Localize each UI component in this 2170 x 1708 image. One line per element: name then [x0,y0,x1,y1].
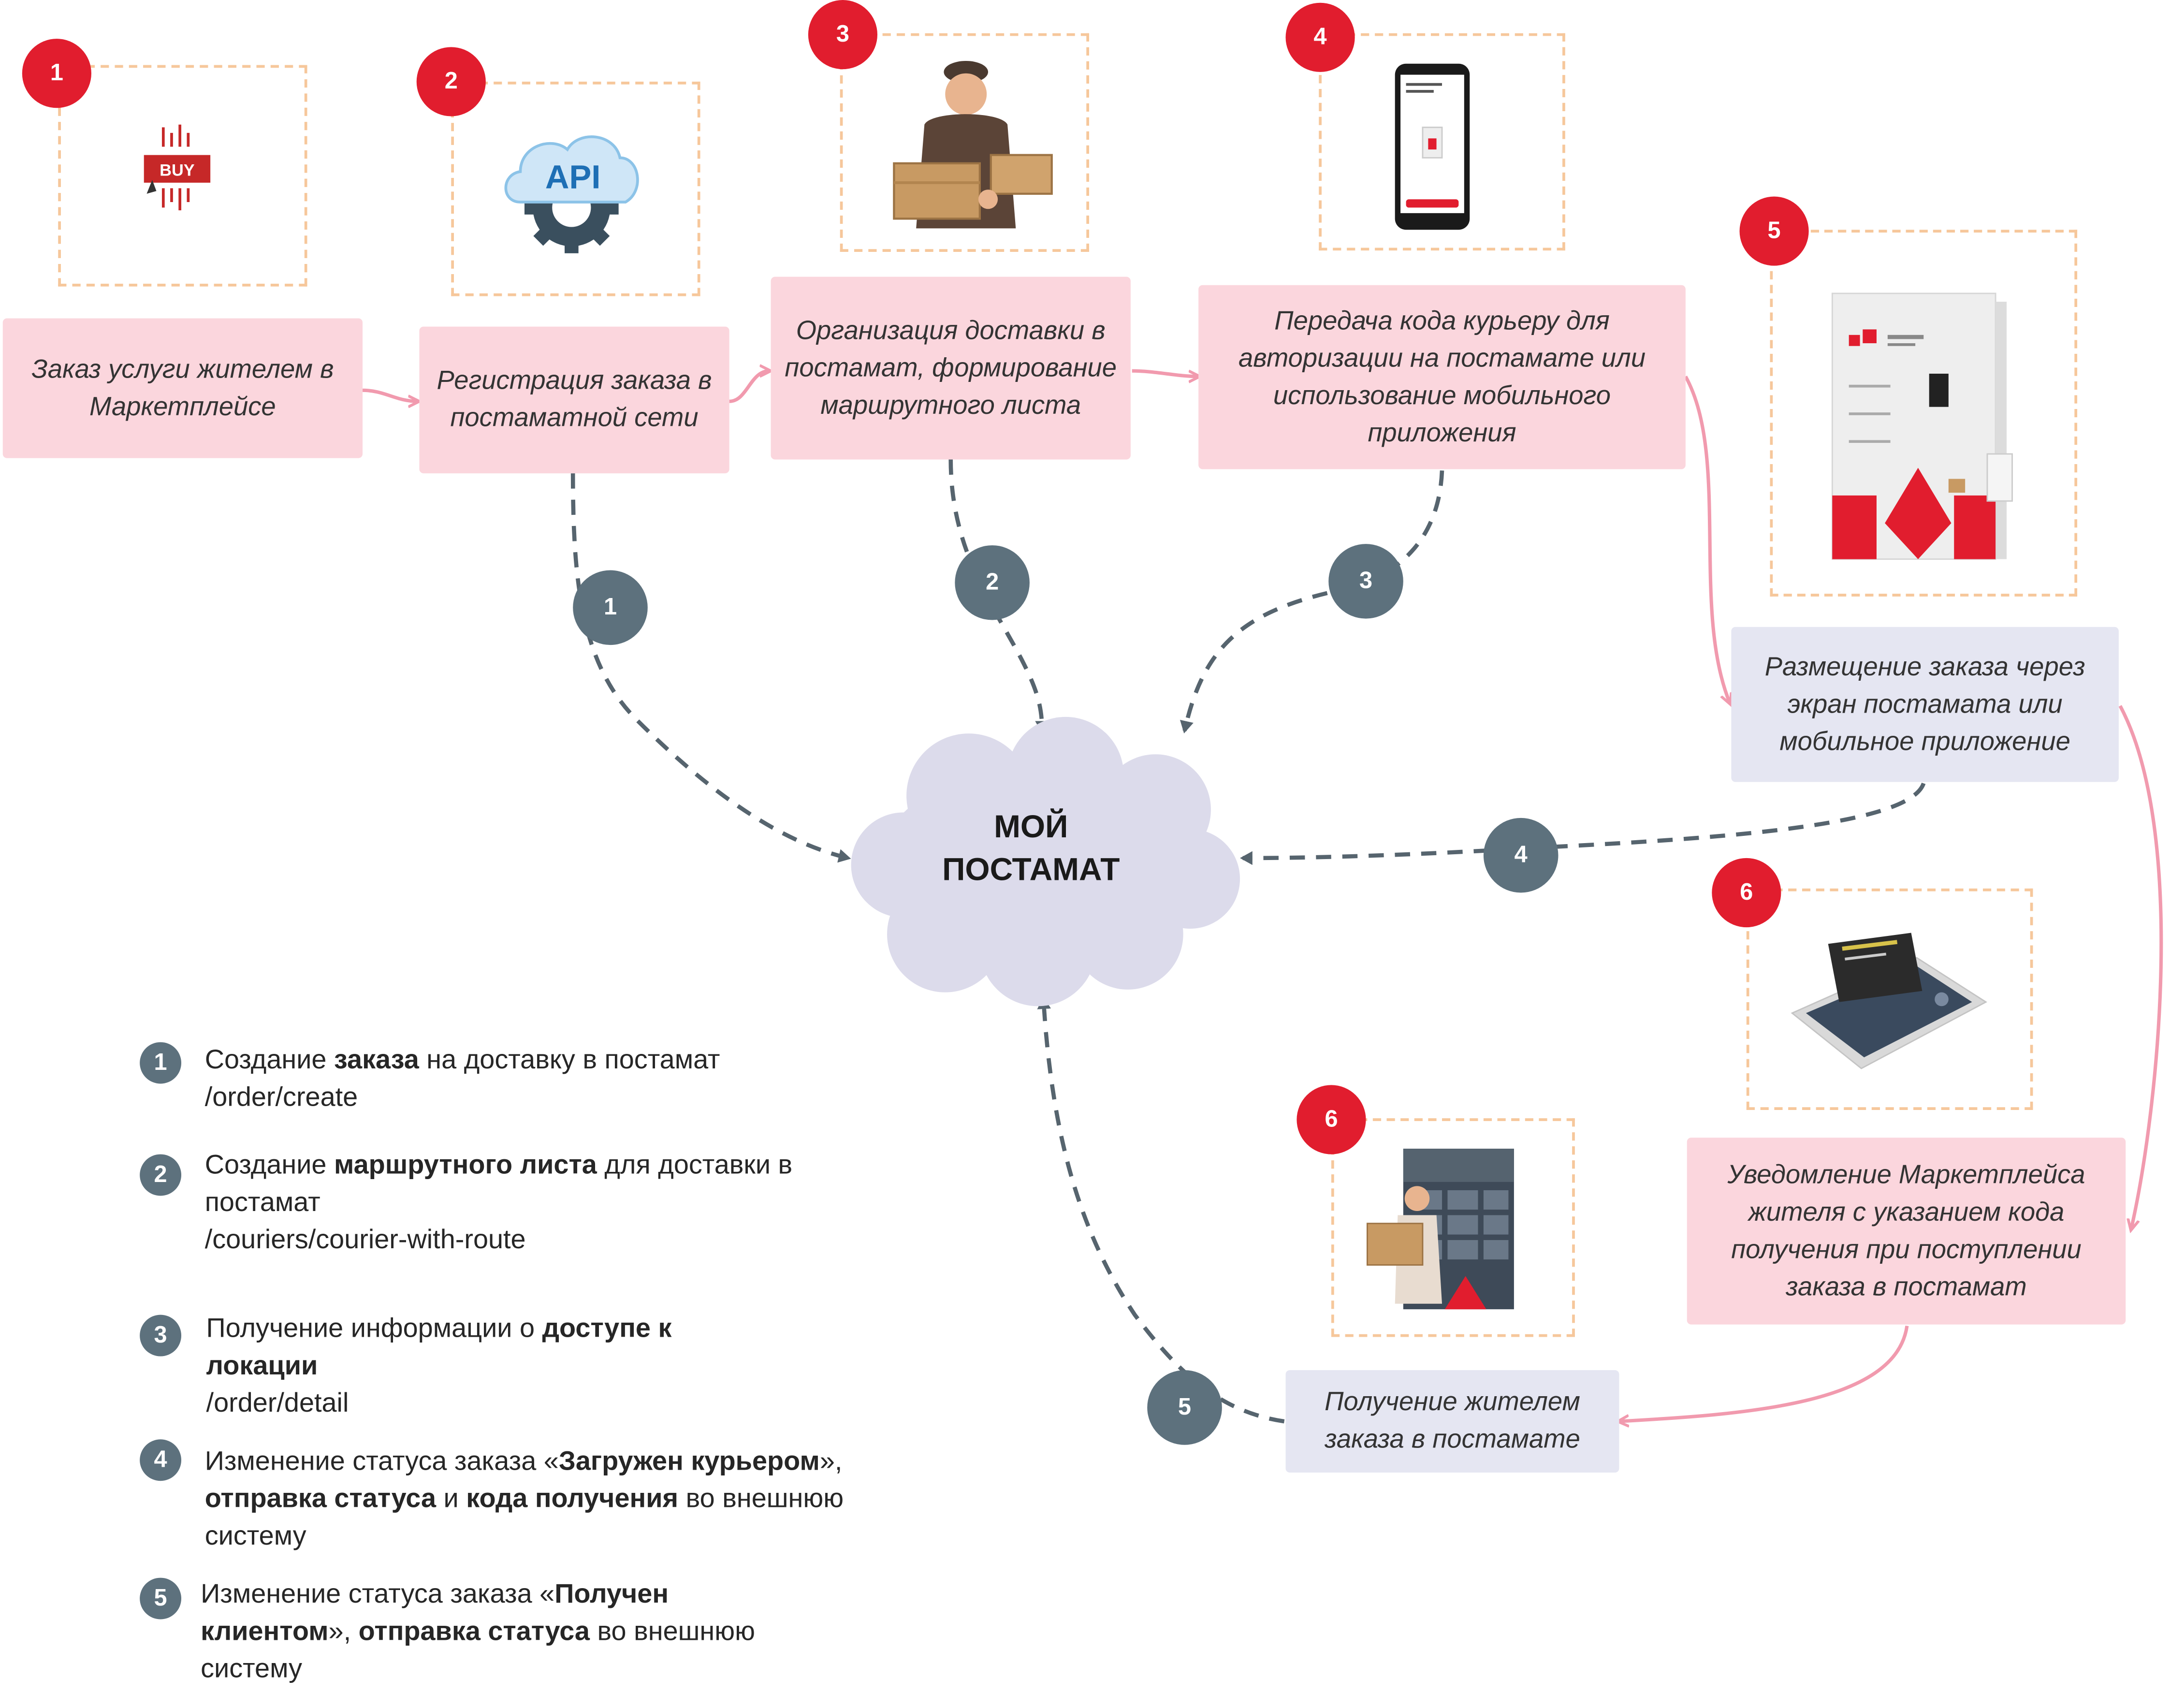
api-arrow-4 [1240,782,1926,865]
step6-image-frame [1746,888,2033,1110]
step1-box: Заказ услуги жителем в Маркетплейсе [2,318,363,458]
api-arrow-1 [570,473,851,863]
flow-arrow-1-2 [363,388,418,401]
step2-text: Регистрация заказа в постаматной сети [437,366,712,434]
step5-box: Размещение заказа через экран постамата … [1731,627,2119,782]
legend-4-post: », [819,1446,843,1477]
courier-with-boxes-icon [869,56,1060,235]
step6-badge: 6 [1712,858,1781,928]
legend-4-bold1: Загружен курьером [558,1446,820,1477]
buy-button-icon: BUY [138,124,216,211]
flow-arrow-5-6 [2118,705,2163,1229]
legend-badge-3: 3 [140,1314,182,1357]
step2-box: Регистрация заказа в постаматной сети [419,326,729,474]
legend-2-pre: Создание [204,1150,335,1181]
legend-5-post2: во внешнюю [590,1616,756,1647]
step2-badge: 2 [416,47,486,117]
legend-4-mid: и [436,1483,466,1514]
buy-icon-text: BUY [160,161,195,180]
parcel-locker-icon [1821,288,2015,571]
step3-box: Организация доставки в постамат, формиро… [771,277,1131,460]
step3-image-frame [840,33,1090,252]
flow-arrow-6-7 [1619,1326,1909,1422]
step7-text: Получение жителем заказа в постамате [1325,1388,1580,1455]
step6-box: Уведомление Маркетплейса жителя с указан… [1687,1138,2126,1325]
legend-badge-1: 1 [140,1042,182,1084]
step3-badge: 3 [808,0,878,70]
api-badge-1: 1 [573,570,648,645]
step7-box: Получение жителем заказа в постамате [1285,1370,1619,1473]
flow-arrow-2-3 [729,371,770,403]
legend-5-line3: систему [201,1654,303,1685]
legend-2-bold: маршрутного листа [334,1150,597,1181]
legend-3-pre: Получение информации о [206,1313,542,1344]
legend-1-pre: Создание [204,1045,335,1076]
cloud-label-line2: ПОСТАМАТ [942,851,1120,888]
legend-item-4: Изменение статуса заказа «Загружен курье… [205,1444,897,1556]
api-cloud-gear-icon: API [495,122,648,255]
cloud-label: МОЙ ПОСТАМАТ [872,805,1190,891]
step4-image-frame [1319,33,1565,251]
api-arrow-5 [1037,996,1285,1424]
step1-badge: 1 [22,39,91,108]
legend-1-post: на доставку в постамат [419,1045,720,1076]
legend-item-2: Создание маршрутного листа для доставки … [205,1147,842,1259]
legend-5-mid: », [328,1616,359,1647]
step7-badge: 6 [1296,1085,1366,1154]
step4-text: Передача кода курьеру для авторизации на… [1238,307,1646,448]
api-arrow-3 [1180,470,1444,734]
legend-4-bold3: кода получения [466,1483,679,1514]
legend-4-post2: во внешнюю [678,1483,844,1514]
api-badge-2: 2 [955,545,1030,620]
cloud-label-line1: МОЙ [994,808,1068,845]
step5-text: Размещение заказа через экран постамата … [1764,652,2085,757]
legend-4-pre: Изменение статуса заказа « [204,1446,559,1477]
legend-3-bold1: доступе к [542,1313,672,1344]
legend-5-bold2: клиентом [201,1616,329,1647]
legend-5-bold1: Получен [554,1579,669,1610]
step1-image-frame [58,65,307,287]
step5-badge: 5 [1739,196,1809,266]
legend-badge-4: 4 [140,1439,182,1481]
legend-1-bold: заказа [334,1045,419,1076]
flow-arrow-4-5 [1684,375,1730,703]
phone-notification-icon [1778,930,2000,1085]
legend-4-line3: систему [204,1521,306,1552]
api-badge-4: 4 [1483,818,1558,893]
api-arrow-2 [948,459,1049,734]
step4-badge: 4 [1285,2,1355,72]
legend-2-path: /couriers/courier-with-route [204,1225,526,1255]
legend-1-path: /order/create [204,1082,358,1113]
api-icon-text: API [545,158,601,195]
api-badge-3: 3 [1328,544,1403,619]
smartphone-app-icon [1392,61,1472,233]
legend-item-1: Создание заказа на доставку в постамат /… [205,1042,842,1117]
courier-at-locker-icon [1362,1143,1522,1315]
step3-text: Организация доставки в постамат, формиро… [785,316,1117,420]
cloud-shape [851,716,1240,1007]
step4-box: Передача кода курьеру для авторизации на… [1198,285,1686,469]
legend-5-pre: Изменение статуса заказа « [201,1579,555,1610]
legend-4-bold2: отправка статуса [204,1483,437,1514]
flow-arrow-3-4 [1132,369,1198,376]
legend-2-post: для доставки в [597,1150,793,1181]
legend-2-line2: постамат [204,1187,320,1218]
legend-badge-2: 2 [140,1154,182,1196]
legend-3-bold2: локации [206,1351,318,1382]
legend-badge-5: 5 [140,1577,182,1620]
legend-5-bold3: отправка статуса [358,1616,590,1647]
step1-text: Заказ услуги жителем в Маркетплейсе [31,355,334,422]
step7-image-frame [1331,1118,1575,1337]
api-badge-5: 5 [1147,1370,1222,1445]
step2-image-frame [451,81,700,296]
step6-text: Уведомление Маркетплейса жителя с указан… [1727,1160,2085,1302]
legend-item-5: Изменение статуса заказа «Получен клиент… [201,1577,865,1689]
step5-image-frame [1770,230,2078,597]
legend-3-path: /order/detail [206,1388,349,1419]
legend-item-3: Получение информации о доступе к локации… [206,1311,843,1423]
